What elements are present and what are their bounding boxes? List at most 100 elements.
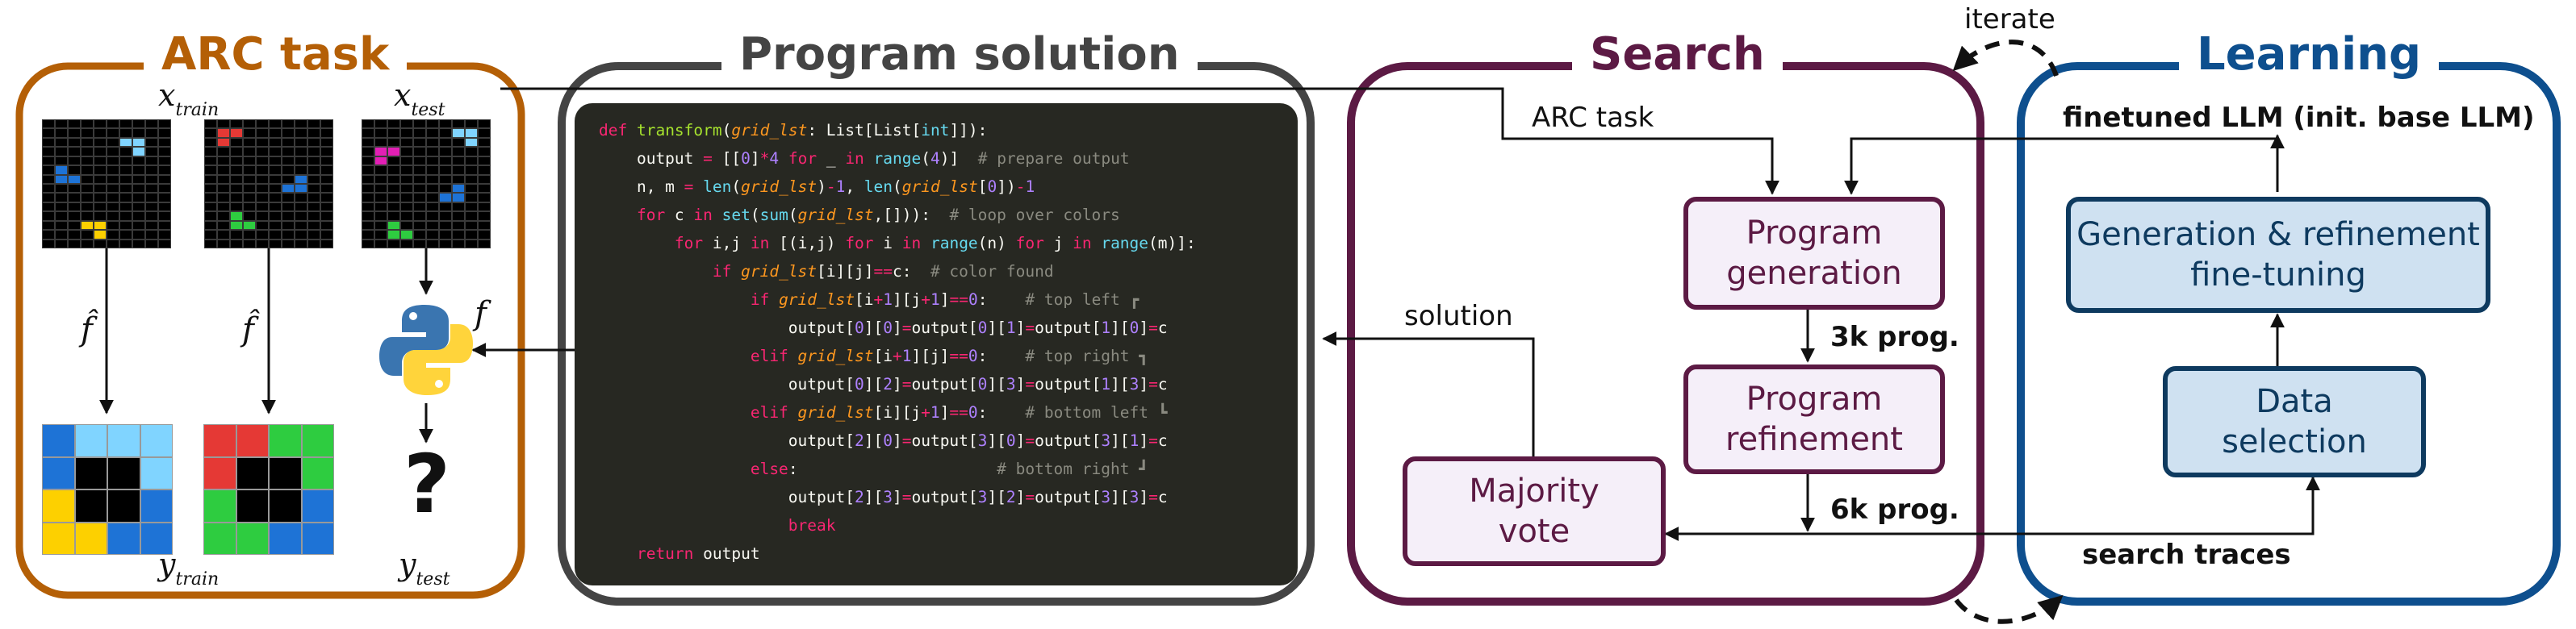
grid-cell [307,147,320,156]
grid-cell [320,128,333,138]
grid-cell [362,211,374,221]
grid-cell [282,156,295,166]
grid-cell [269,165,282,175]
grid-cell [465,239,478,248]
grid-cell [256,202,269,212]
code-token: ][ [1110,431,1130,450]
grid-cell [362,193,374,202]
code-token: c [1157,431,1168,450]
grid-cell [269,202,282,212]
grid-cell [439,174,452,184]
grid-cell [478,156,491,166]
grid-cell [439,156,452,166]
grid-cell [217,137,230,148]
grid-cell [269,119,282,129]
grid-cell [301,522,334,555]
grid-cell [81,220,94,231]
grid-cell [81,239,94,248]
grid-cell [400,220,413,231]
grid-cell [478,119,491,129]
grid-cell [295,211,307,221]
code-token: 0 [968,290,978,309]
grid-cell [452,239,465,248]
code-token: ][ [864,488,884,506]
grid-cell [439,128,452,138]
grid-cell [478,128,491,138]
train-input-grid-1 [42,119,171,248]
grid-cell [282,137,295,148]
grid-cell [282,239,295,248]
grid-cell [320,220,333,231]
x-test-label: xtest [394,77,445,120]
grid-cell [158,156,171,166]
grid-cell [132,137,145,148]
grid-cell [320,174,333,184]
code-token: ] [1139,488,1149,506]
grid-cell [204,220,217,231]
grid-cell [282,211,295,221]
grid-cell [400,147,413,156]
grid-cell [426,174,439,184]
code-token: c [1157,319,1168,337]
code-token: grid_lst [797,403,874,422]
code-token: output[ [911,319,978,337]
code-token: output[ [1035,319,1102,337]
grid-cell [145,202,158,212]
grid-cell [295,165,307,175]
grid-cell [94,137,107,148]
grid-cell [256,184,269,194]
grid-cell [74,424,107,457]
grid-cell [42,156,55,166]
grid-cell [426,137,439,148]
grid-cell [295,193,307,202]
prog-6k-label: 6k prog. [1830,494,1959,526]
grid-cell [81,193,94,202]
code-token: 0 [1129,319,1140,337]
grid-cell [55,184,68,194]
grid-cell [243,193,256,202]
grid-cell [68,128,81,138]
code-line: def transform(grid_lst: List[List[int]])… [599,116,1298,144]
grid-cell [452,174,465,184]
grid-cell [426,128,439,138]
grid-cell [282,230,295,240]
grid-cell [230,147,243,156]
code-line: for c in set(sum(grid_lst,[])): # loop o… [599,201,1298,229]
grid-cell [465,119,478,129]
code-token: ] [1015,431,1026,450]
grid-cell [426,184,439,194]
grid-cell [145,211,158,221]
code-token: 4 [930,149,940,168]
grid-cell [81,184,94,194]
code-token: 1 [1101,375,1111,394]
code-token: 4 [769,149,780,168]
code-token: = [901,488,912,506]
grid-cell [320,211,333,221]
grid-cell [68,202,81,212]
learning-frame [2017,62,2561,606]
grid-cell [362,239,374,248]
grid-cell [452,184,465,194]
grid-cell [68,184,81,194]
code-token: elif [599,347,798,365]
grid-cell [158,137,171,148]
grid-cell [400,165,413,175]
search-traces-label: search traces [2082,539,2291,571]
code-token: for [779,149,826,168]
grid-cell [320,193,333,202]
grid-cell [230,211,243,221]
grid-cell [387,220,400,231]
grid-cell [132,184,145,194]
grid-cell [68,156,81,166]
grid-cell [107,230,119,240]
arrow-llm-to-generation [1844,137,2277,195]
grid-cell [269,239,282,248]
code-token: 0 [854,319,864,337]
grid-cell [243,156,256,166]
grid-cell [55,147,68,156]
grid-cell [145,174,158,184]
grid-cell [374,119,387,129]
code-token: : [977,347,1026,365]
train-output-grid-1 [42,424,173,555]
program-code-block: def transform(grid_lst: List[List[int]])… [575,103,1298,585]
